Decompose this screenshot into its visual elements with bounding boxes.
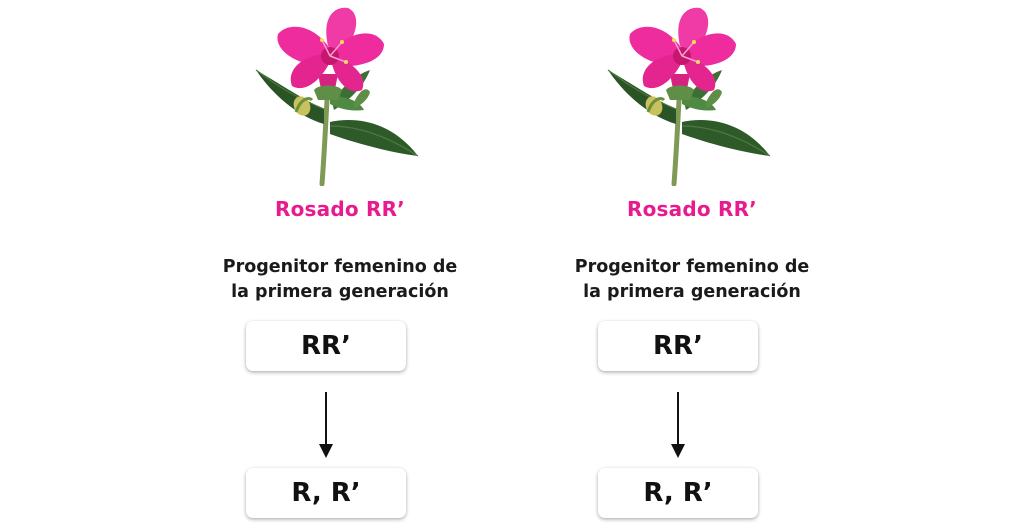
gametes-box: R, R’ <box>598 468 758 518</box>
pink-flower-icon <box>604 4 774 186</box>
caption-line-2: la primera generación <box>231 282 449 302</box>
parent-caption: Progenitor femenino de la primera genera… <box>542 255 842 305</box>
arrow-down-icon <box>319 392 333 458</box>
genotype-box: RR’ <box>246 321 406 371</box>
parent-caption: Progenitor femenino de la primera genera… <box>190 255 490 305</box>
arrow-down-icon <box>671 392 685 458</box>
gametes-box: R, R’ <box>246 468 406 518</box>
pink-flower-icon <box>252 4 422 186</box>
phenotype-label: Rosado RR’ <box>275 197 405 221</box>
caption-line-2: la primera generación <box>583 282 801 302</box>
parent-column-right: Rosado RR’ Progenitor femenino de la pri… <box>542 0 842 531</box>
caption-line-1: Progenitor femenino de <box>574 257 810 277</box>
caption-line-1: Progenitor femenino de <box>222 257 458 277</box>
phenotype-label: Rosado RR’ <box>627 197 757 221</box>
parent-column-left: Rosado RR’ Progenitor femenino de la pri… <box>190 0 490 531</box>
genotype-box: RR’ <box>598 321 758 371</box>
